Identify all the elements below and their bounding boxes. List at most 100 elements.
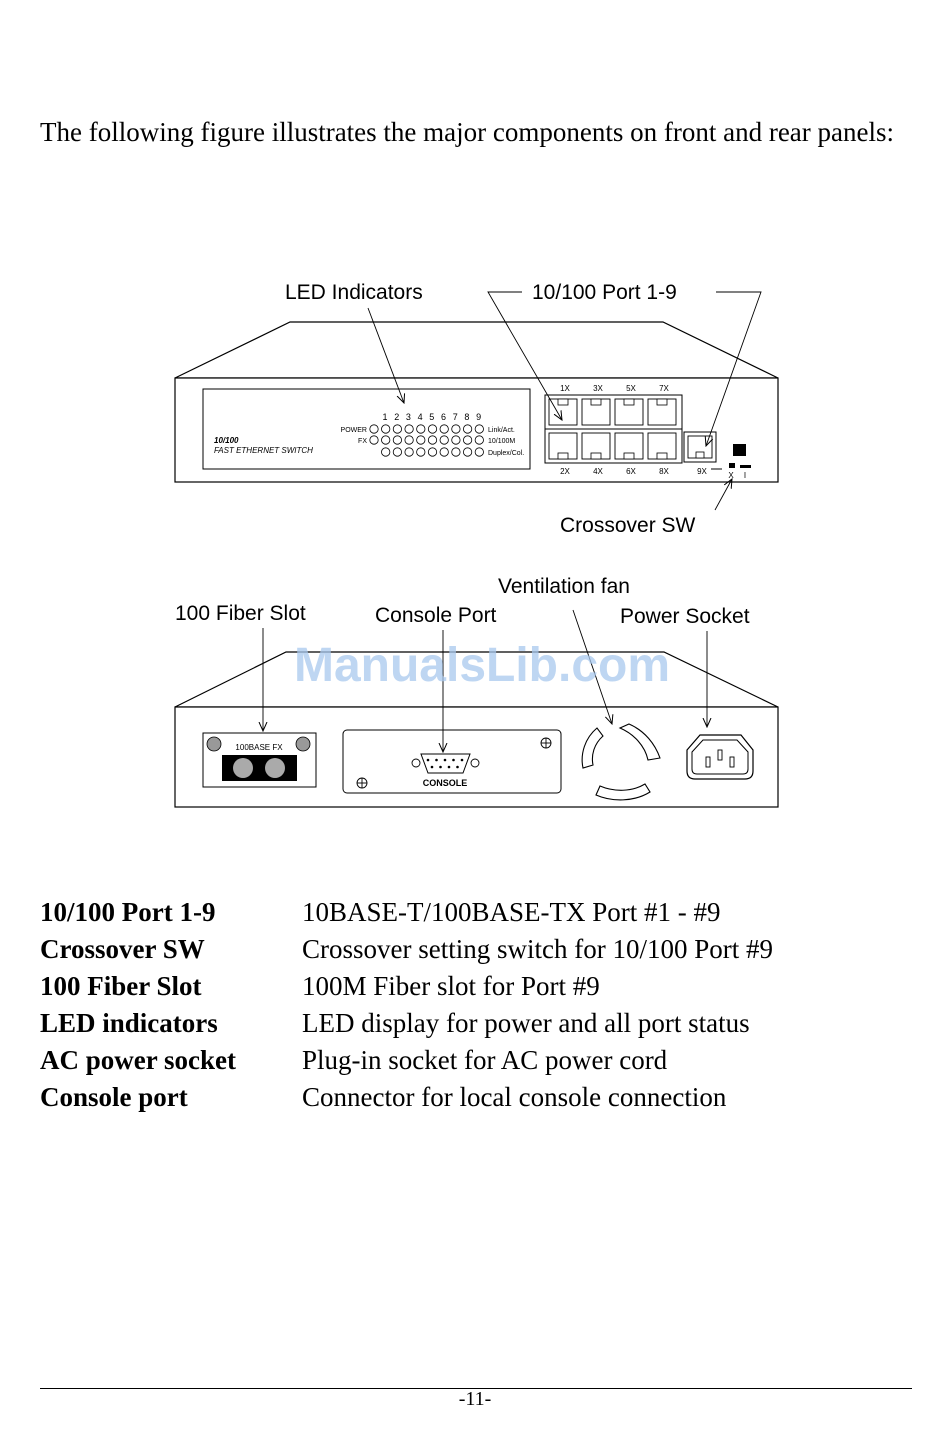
definition-term: LED indicators (40, 1008, 218, 1038)
rj45-port-icon (647, 432, 677, 460)
led-number: 1 (382, 412, 387, 422)
led-number: 2 (394, 412, 399, 422)
rj45-port-icon (614, 398, 644, 426)
rj45-port-icon (581, 398, 611, 426)
led-icon (416, 435, 426, 445)
leader-port9 (706, 291, 762, 446)
leader-fan (572, 609, 612, 724)
page-number: -11- (458, 1388, 492, 1410)
fiber-slot: 100BASE FX (202, 732, 317, 788)
led-icon (427, 435, 438, 445)
switch-label-i: I (744, 471, 746, 480)
fan-icon (581, 723, 661, 801)
led-icon (404, 435, 414, 445)
led-icon (404, 447, 414, 457)
definition-desc: 100M Fiber slot for Port #9 (302, 971, 600, 1001)
callout-fiber: 100 Fiber Slot (175, 602, 306, 625)
definition-row: Console port Connector for local console… (40, 1079, 920, 1116)
port-label: 7X (659, 384, 669, 393)
led-label-power: POWER (341, 427, 367, 434)
led-icon (404, 424, 414, 434)
status-square-icon (733, 444, 746, 456)
definition-row: 100 Fiber Slot 100M Fiber slot for Port … (40, 968, 920, 1005)
rj45-port-icon (581, 432, 611, 460)
led-icon (392, 424, 402, 434)
model-number: 10/100 (214, 436, 239, 445)
watermark: ManualsLib.com (294, 639, 670, 692)
screw-icon (356, 777, 368, 789)
led-icon (439, 435, 449, 445)
definition-desc: Crossover setting switch for 10/100 Port… (302, 934, 773, 964)
led-icon (462, 447, 473, 457)
port-label: 5X (626, 384, 636, 393)
led-icon (451, 424, 461, 434)
port-label-9x: 9X (697, 467, 707, 476)
definition-row: AC power socket Plug-in socket for AC po… (40, 1042, 920, 1079)
console-module: CONSOLE (342, 729, 562, 794)
port-label-group: 1X 3X 5X 7X 2X 4X 6X 8X (560, 384, 669, 476)
led-icon (451, 447, 461, 457)
led-label-fx: FX (358, 438, 367, 445)
leader-ports (487, 291, 562, 420)
led-icon (474, 435, 484, 445)
definition-desc: LED display for power and all port statu… (302, 1008, 750, 1038)
definition-term: 100 Fiber Slot (40, 971, 202, 1001)
led-label-speed: 10/100M (488, 438, 515, 445)
led-icon (427, 447, 438, 457)
led-icon (392, 447, 402, 457)
led-icon (392, 435, 402, 445)
led-number: 6 (441, 412, 446, 422)
callout-crossover: Crossover SW (560, 514, 696, 537)
led-number: 5 (429, 412, 434, 422)
led-icon (369, 424, 379, 434)
rj45-port-icon (647, 398, 677, 426)
led-icon (474, 424, 484, 434)
definition-desc: 10BASE-T/100BASE-TX Port #1 - #9 (302, 897, 721, 927)
led-number: 4 (418, 412, 423, 422)
definition-term: 10/100 Port 1-9 (40, 897, 216, 927)
led-icon (462, 424, 473, 434)
led-indicator-grid (369, 424, 484, 457)
rj45-port-block (548, 398, 677, 460)
callout-led-indicators: LED Indicators (285, 281, 423, 304)
definition-list: 10/100 Port 1-9 10BASE-T/100BASE-TX Port… (40, 894, 920, 1116)
definition-row: Crossover SW Crossover setting switch fo… (40, 931, 920, 968)
port-label: 6X (626, 467, 636, 476)
definition-term: AC power socket (40, 1045, 236, 1075)
power-socket-icon (686, 734, 754, 780)
led-icon (381, 447, 391, 457)
port-label: 4X (593, 467, 603, 476)
definition-row: 10/100 Port 1-9 10BASE-T/100BASE-TX Port… (40, 894, 920, 931)
port-label: 1X (560, 384, 570, 393)
led-icon (474, 447, 484, 457)
definition-desc: Connector for local console connection (302, 1082, 727, 1112)
definition-term: Console port (40, 1082, 188, 1112)
rj45-port-icon (548, 398, 578, 426)
console-label: CONSOLE (423, 778, 468, 788)
led-icon (416, 447, 426, 457)
callout-fan: Ventilation fan (498, 575, 630, 598)
led-icon (439, 424, 449, 434)
port-label: 3X (593, 384, 603, 393)
led-label-duplex: Duplex/Col. (488, 450, 524, 457)
fiber-label: 100BASE FX (235, 743, 283, 752)
led-number: 9 (476, 412, 481, 422)
db9-connector-icon (411, 753, 480, 774)
led-icon (427, 424, 438, 434)
port-label: 8X (659, 467, 669, 476)
callout-power: Power Socket (620, 605, 750, 628)
leader-led (367, 307, 404, 403)
led-icon (381, 424, 391, 434)
led-icon (369, 435, 379, 445)
port-label: 2X (560, 467, 570, 476)
led-icon (439, 447, 449, 457)
switch-label-x: X (728, 471, 734, 480)
model-name: FAST ETHERNET SWITCH (214, 446, 313, 455)
definition-row: LED indicators LED display for power and… (40, 1005, 920, 1042)
led-number: 7 (453, 412, 458, 422)
led-number: 3 (406, 412, 411, 422)
leader-crossover (714, 479, 732, 511)
